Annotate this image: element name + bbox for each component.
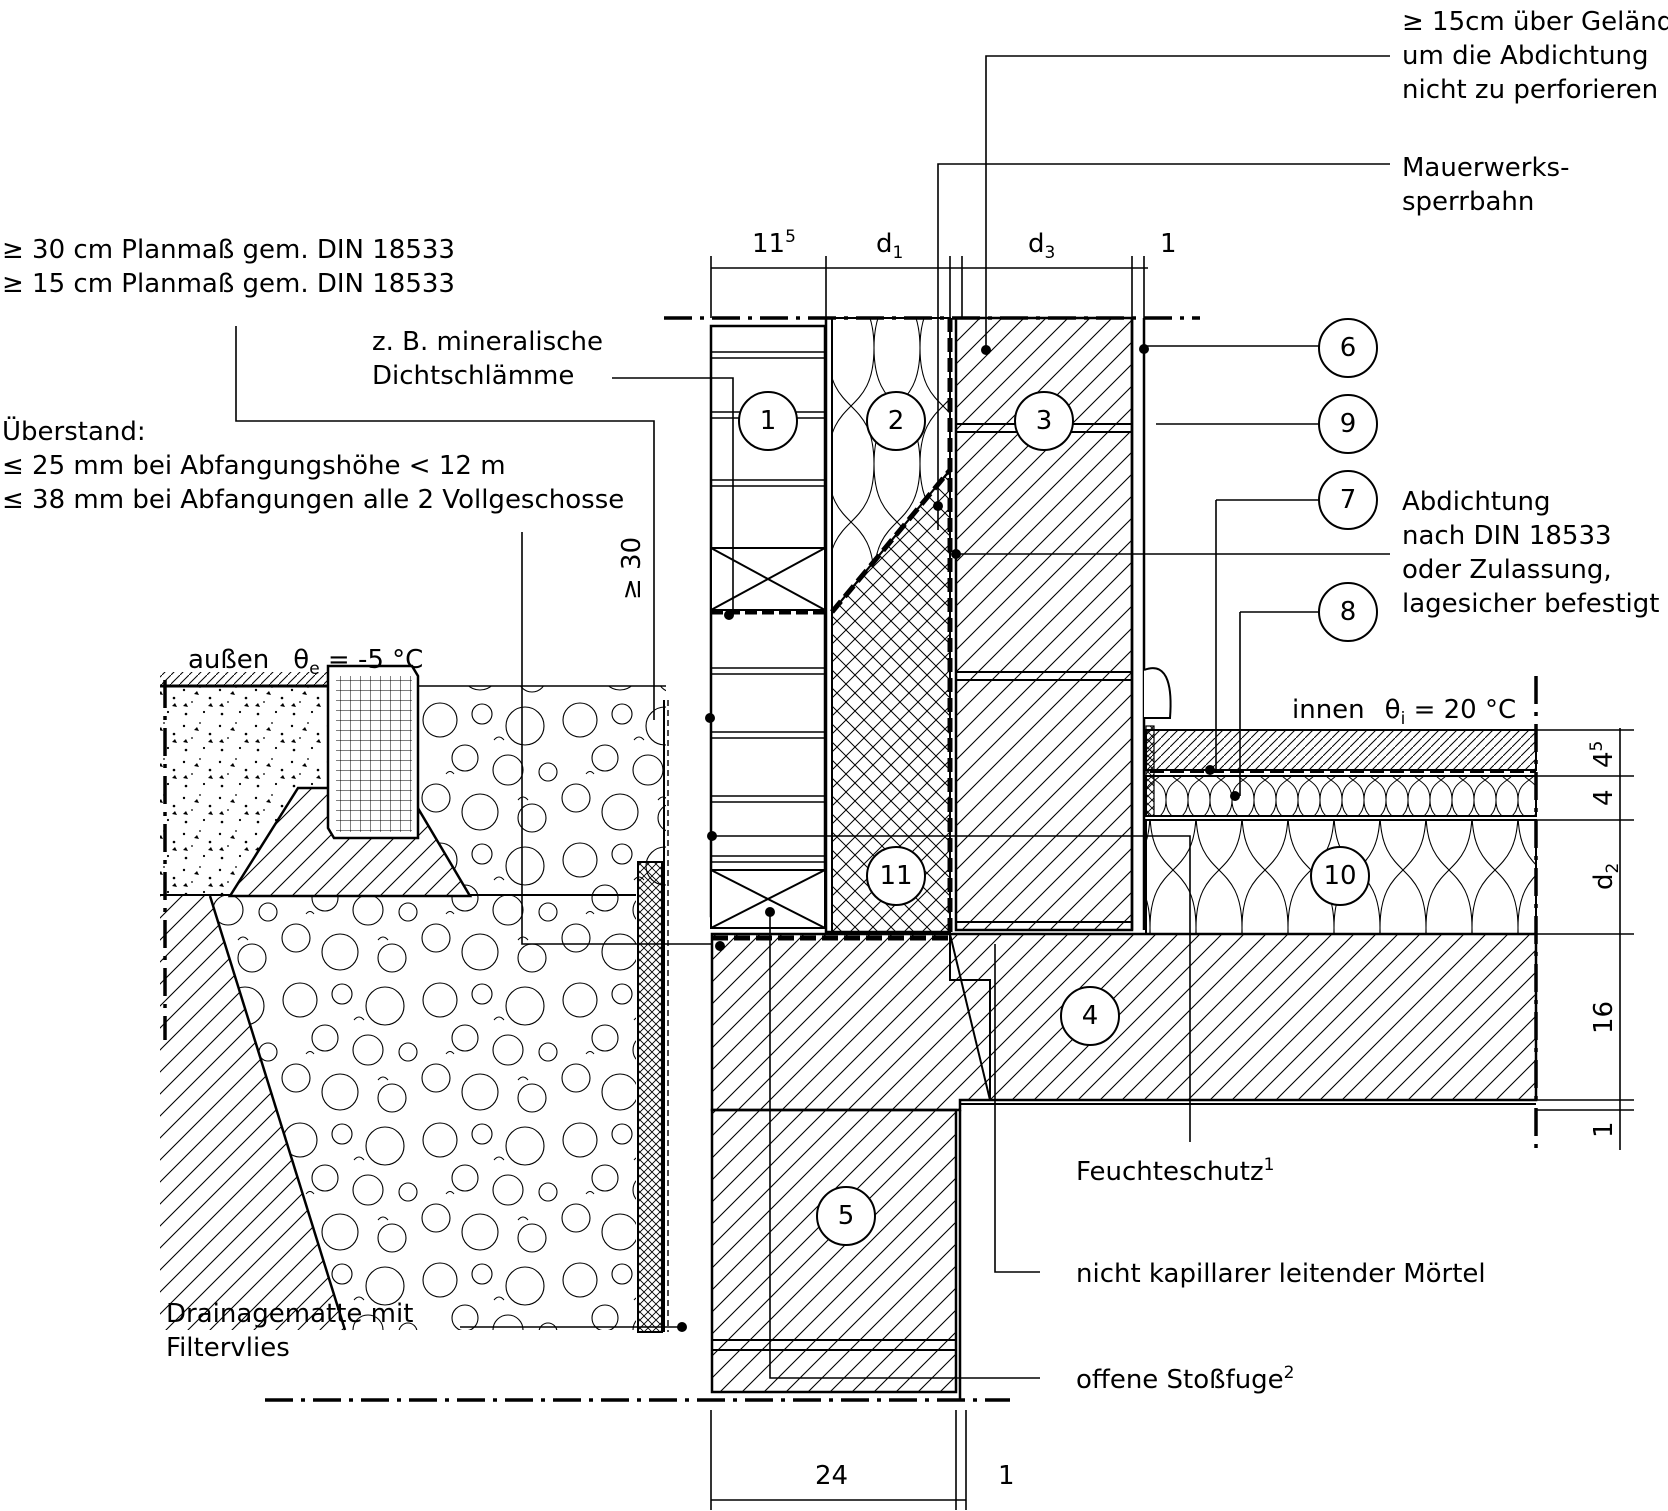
- drainage-mat: [637, 700, 669, 1333]
- svg-text:3: 3: [1036, 406, 1053, 436]
- dim-bottom-24: 24: [815, 1461, 848, 1491]
- dimension-lines: [710, 256, 1634, 1510]
- dim-right-4: 4: [1589, 789, 1619, 806]
- marker-9: 9: [1318, 394, 1378, 454]
- marker-5: 5: [816, 1186, 876, 1246]
- note-planmass-1: ≥ 30 cm Planmaß gem. DIN 18533: [2, 235, 455, 265]
- marker-8: 8: [1318, 582, 1378, 642]
- note-above-ground-3: nicht zu perforieren: [1402, 75, 1658, 105]
- svg-text:10: 10: [1323, 861, 1356, 891]
- annotations: ≥ 15cm über Gelände, um die Abdichtung n…: [2, 7, 1668, 1395]
- foundation-wall: [710, 1108, 962, 1400]
- note-ueberstand-3: ≤ 38 mm bei Abfangungen alle 2 Vollgesch…: [2, 485, 624, 515]
- note-ueberstand-2: ≤ 25 mm bei Abfangungshöhe < 12 m: [2, 451, 506, 481]
- note-abdichtung-3: oder Zulassung,: [1402, 555, 1612, 585]
- marker-2: 2: [866, 391, 926, 451]
- svg-text:1: 1: [760, 406, 777, 436]
- svg-text:5: 5: [838, 1201, 855, 1231]
- note-abdichtung-2: nach DIN 18533: [1402, 521, 1612, 551]
- leader-dots: [677, 344, 1240, 1332]
- svg-text:7: 7: [1340, 485, 1357, 515]
- marker-4: 4: [1060, 986, 1120, 1046]
- marker-10: 10: [1310, 846, 1370, 906]
- open-joint-lower: [710, 869, 826, 929]
- open-joint-upper: [710, 547, 826, 611]
- svg-text:8: 8: [1340, 597, 1357, 627]
- note-mauerwerk-1: Mauerwerks-: [1402, 153, 1569, 183]
- dim-right-45: 45: [1587, 741, 1619, 768]
- note-stossfuge: offene Stoßfuge2: [1076, 1363, 1295, 1395]
- note-drainage-1: Drainagematte mit: [166, 1299, 413, 1329]
- dim-top-d1: d1: [876, 229, 903, 263]
- dim-top-d3: d3: [1028, 229, 1055, 263]
- svg-text:11: 11: [879, 861, 912, 891]
- dim-right-1: 1: [1589, 1121, 1619, 1138]
- facing-brick-wall: [709, 324, 827, 929]
- marker-1: 1: [738, 391, 798, 451]
- note-feuchteschutz: Feuchteschutz1: [1076, 1155, 1274, 1187]
- dim-top-1: 1: [1160, 229, 1177, 259]
- cavity-insulation: [824, 317, 953, 934]
- note-abdichtung-4: lagesicher befestigt: [1402, 589, 1659, 619]
- dim-bottom-1: 1: [998, 1461, 1015, 1491]
- note-drainage-2: Filtervlies: [166, 1333, 290, 1363]
- section-break-lines: [163, 316, 1538, 1402]
- note-mauerwerk-2: sperrbahn: [1402, 187, 1534, 217]
- svg-text:2: 2: [888, 406, 905, 436]
- dim-ge30: ≥ 30: [617, 537, 647, 600]
- note-abdichtung-1: Abdichtung: [1402, 487, 1550, 517]
- note-ueberstand-1: Überstand:: [2, 415, 146, 447]
- svg-text:9: 9: [1340, 409, 1357, 439]
- note-moertel: nicht kapillarer leitender Mörtel: [1076, 1259, 1486, 1289]
- dim-right-d2: d2: [1589, 863, 1623, 890]
- marker-6: 6: [1318, 318, 1378, 378]
- component-markers: 1 2 3 4 5 6 9 7 8 10 11: [738, 318, 1378, 1246]
- ground-section: [160, 664, 669, 1333]
- note-dicht-1: z. B. mineralische: [372, 327, 603, 357]
- svg-text:6: 6: [1340, 333, 1357, 363]
- leader-lines: [235, 55, 1390, 1379]
- svg-text:4: 4: [1082, 1001, 1099, 1031]
- floor-slab: [710, 932, 1538, 1112]
- note-dicht-2: Dichtschlämme: [372, 361, 574, 391]
- dim-right-16: 16: [1589, 1001, 1619, 1034]
- note-above-ground-2: um die Abdichtung: [1402, 41, 1649, 71]
- marker-3: 3: [1014, 391, 1074, 451]
- dim-top-115: 115: [752, 227, 796, 259]
- curb-foundation: [227, 664, 473, 898]
- note-above-ground-1: ≥ 15cm über Gelände,: [1402, 7, 1668, 37]
- marker-7: 7: [1318, 470, 1378, 530]
- dimension-labels: 115 d1 d3 1 ≥ 30 45 4 d2 16 1 24 1: [617, 227, 1623, 1491]
- marker-11: 11: [866, 846, 926, 906]
- note-planmass-2: ≥ 15 cm Planmaß gem. DIN 18533: [2, 269, 455, 299]
- grass-surface: [160, 672, 328, 688]
